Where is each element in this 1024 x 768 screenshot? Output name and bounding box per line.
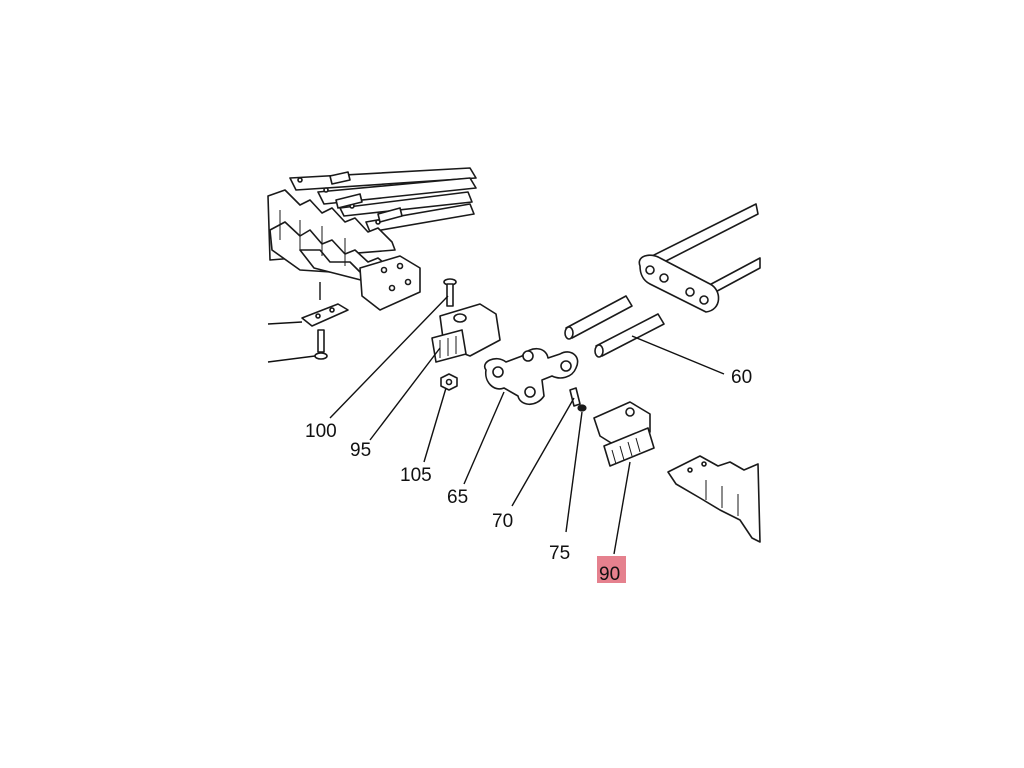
- callout-70: 70: [492, 511, 513, 532]
- callout-60: 60: [731, 367, 752, 388]
- callout-90-highlight: [597, 556, 626, 583]
- leader-lines: [329, 295, 725, 555]
- washer-75: [577, 404, 587, 412]
- nut-105: [440, 373, 458, 391]
- clamp-block-90: [593, 401, 655, 467]
- callout-90: 90: [599, 564, 620, 585]
- callout-labels: 60 100 95 105 65 70 75 90: [305, 367, 752, 585]
- track-assembly-right: [667, 455, 761, 543]
- callout-75: 75: [549, 543, 570, 564]
- bolt-100: [443, 278, 457, 307]
- track-assembly-left: [267, 167, 477, 363]
- clamp-block-95: [431, 303, 501, 363]
- pins-60: [564, 295, 665, 358]
- callout-100: 100: [305, 421, 337, 442]
- callout-95: 95: [350, 440, 371, 461]
- callout-105: 105: [400, 465, 432, 486]
- link-bar-upper-right: [638, 203, 761, 313]
- callout-65: 65: [447, 487, 468, 508]
- link-plate-65: [483, 347, 579, 406]
